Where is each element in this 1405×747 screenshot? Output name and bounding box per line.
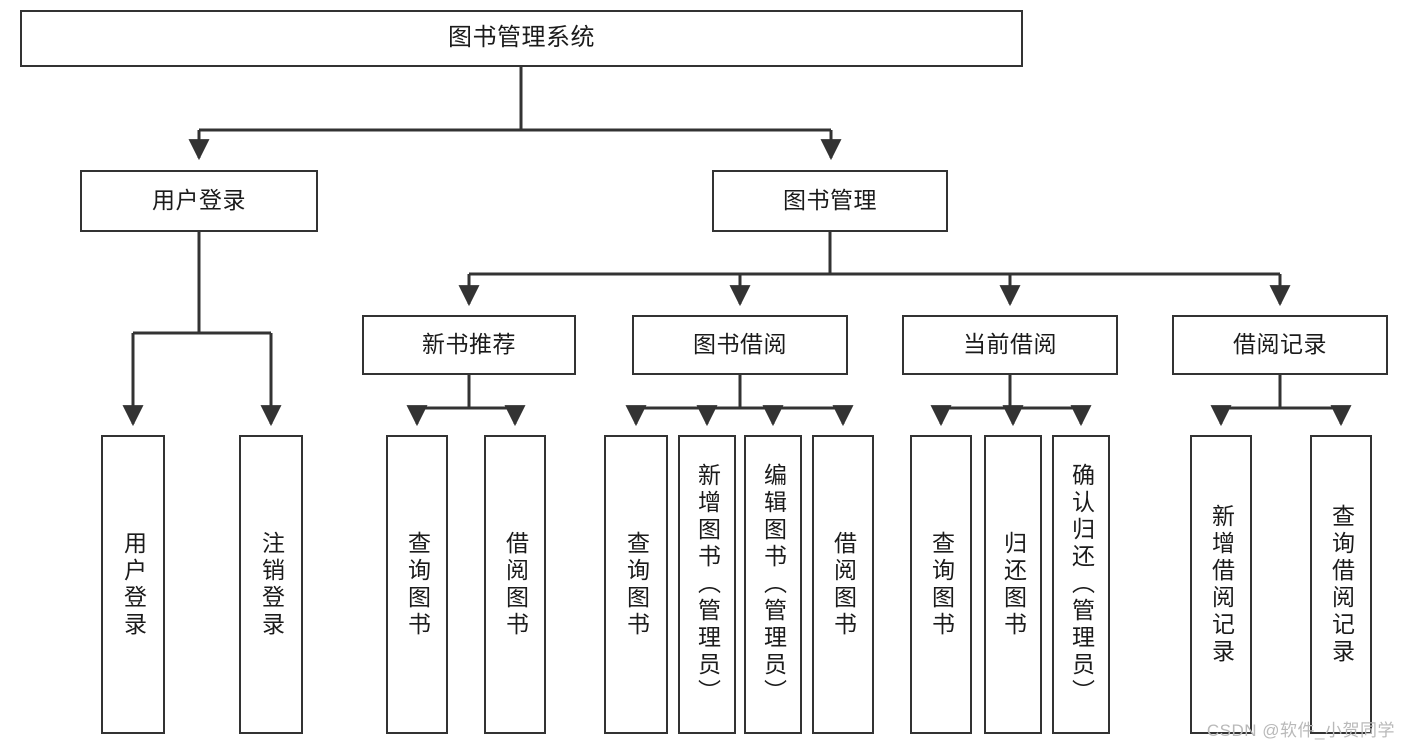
node-leaf-query-book-rec-label: 查询图书 — [404, 530, 431, 639]
node-leaf-query-book-borrow[interactable]: 查询图书 — [604, 435, 668, 734]
node-current-borrow-label: 当前借阅 — [963, 331, 1057, 358]
node-leaf-confirm-return[interactable]: 确认归还（管理员） — [1052, 435, 1110, 734]
node-root[interactable]: 图书管理系统 — [20, 10, 1023, 67]
node-leaf-query-book-borrow-label: 查询图书 — [623, 530, 650, 639]
node-new-book-rec[interactable]: 新书推荐 — [362, 315, 576, 375]
node-book-borrow[interactable]: 图书借阅 — [632, 315, 848, 375]
node-book-borrow-label: 图书借阅 — [693, 331, 787, 358]
node-book-manage-label: 图书管理 — [783, 187, 877, 214]
node-leaf-borrow-book-label: 借阅图书 — [830, 530, 857, 639]
node-leaf-user-login-label: 用户登录 — [120, 530, 147, 639]
node-leaf-borrow-book-rec[interactable]: 借阅图书 — [484, 435, 546, 734]
node-leaf-edit-book[interactable]: 编辑图书（管理员） — [744, 435, 802, 734]
node-borrow-record-label: 借阅记录 — [1233, 331, 1327, 358]
node-leaf-borrow-book[interactable]: 借阅图书 — [812, 435, 874, 734]
node-leaf-add-record[interactable]: 新增借阅记录 — [1190, 435, 1252, 734]
node-user-login[interactable]: 用户登录 — [80, 170, 318, 232]
node-current-borrow[interactable]: 当前借阅 — [902, 315, 1118, 375]
node-leaf-borrow-book-rec-label: 借阅图书 — [502, 530, 529, 639]
node-leaf-return-book[interactable]: 归还图书 — [984, 435, 1042, 734]
watermark-text: CSDN @软件_小贺同学 — [1206, 721, 1395, 740]
node-leaf-add-book[interactable]: 新增图书（管理员） — [678, 435, 736, 734]
node-root-label: 图书管理系统 — [448, 24, 595, 52]
node-leaf-user-logout[interactable]: 注销登录 — [239, 435, 303, 734]
node-book-manage[interactable]: 图书管理 — [712, 170, 948, 232]
node-leaf-query-book-cur[interactable]: 查询图书 — [910, 435, 972, 734]
node-borrow-record[interactable]: 借阅记录 — [1172, 315, 1388, 375]
node-leaf-confirm-return-label: 确认归还（管理员） — [1068, 463, 1095, 706]
node-leaf-query-book-rec[interactable]: 查询图书 — [386, 435, 448, 734]
node-leaf-edit-book-label: 编辑图书（管理员） — [760, 463, 787, 706]
node-leaf-add-book-label: 新增图书（管理员） — [694, 463, 721, 706]
node-leaf-query-record-label: 查询借阅记录 — [1328, 503, 1355, 666]
node-new-book-rec-label: 新书推荐 — [422, 331, 516, 358]
node-leaf-user-logout-label: 注销登录 — [258, 530, 285, 639]
node-leaf-add-record-label: 新增借阅记录 — [1208, 503, 1235, 666]
node-leaf-query-record[interactable]: 查询借阅记录 — [1310, 435, 1372, 734]
node-leaf-user-login[interactable]: 用户登录 — [101, 435, 165, 734]
node-leaf-return-book-label: 归还图书 — [1000, 530, 1027, 639]
node-leaf-query-book-cur-label: 查询图书 — [928, 530, 955, 639]
node-user-login-label: 用户登录 — [152, 187, 246, 214]
